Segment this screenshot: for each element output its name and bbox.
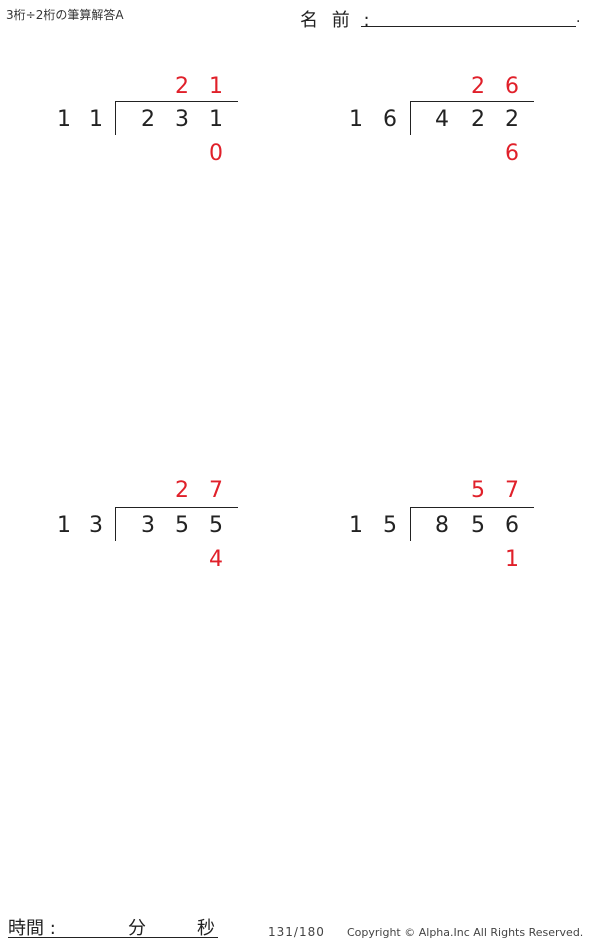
quotient-digit: 2 (471, 74, 485, 99)
remainder-digit: 4 (209, 547, 223, 572)
dividend-digit: 3 (175, 107, 189, 132)
quotient-digit: 5 (471, 478, 485, 503)
minutes-label: 分 (128, 918, 146, 939)
page-number: 131/180 (268, 925, 325, 939)
dividend-digit: 3 (141, 513, 155, 538)
seconds-label: 秒 (197, 918, 215, 939)
divisor-digit: 1 (89, 107, 103, 132)
dividend-digit: 5 (175, 513, 189, 538)
divisor-digit: 1 (57, 107, 71, 132)
dividend-digit: 8 (435, 513, 449, 538)
dividend-digit: 6 (505, 513, 519, 538)
division-bracket-side (115, 101, 116, 135)
remainder-digit: 0 (209, 141, 223, 166)
remainder-digit: 1 (505, 547, 519, 572)
divisor-digit: 5 (383, 513, 397, 538)
quotient-digit: 1 (209, 74, 223, 99)
quotient-digit: 7 (505, 478, 519, 503)
divisor-digit: 1 (57, 513, 71, 538)
time-label: 時間 : (8, 918, 56, 939)
dividend-digit: 4 (435, 107, 449, 132)
dividend-digit: 2 (471, 107, 485, 132)
quotient-digit: 2 (175, 74, 189, 99)
dividend-digit: 5 (209, 513, 223, 538)
dividend-digit: 2 (505, 107, 519, 132)
name-end-mark: . (576, 10, 581, 26)
remainder-digit: 6 (505, 141, 519, 166)
divisor-digit: 1 (349, 107, 363, 132)
time-input-line[interactable] (8, 937, 218, 938)
divisor-digit: 1 (349, 513, 363, 538)
dividend-digit: 2 (141, 107, 155, 132)
name-label: 名 前 : (300, 10, 374, 31)
worksheet-title: 3桁÷2桁の筆算解答A (6, 8, 124, 22)
division-bracket-top (115, 507, 238, 508)
dividend-digit: 1 (209, 107, 223, 132)
division-problem-3: 2 7 1 3 3 5 5 4 (50, 478, 290, 598)
copyright-notice: Copyright © Alpha.Inc All Rights Reserve… (347, 926, 584, 939)
quotient-digit: 7 (209, 478, 223, 503)
division-problem-1: 2 1 1 1 2 3 1 0 (50, 72, 290, 192)
division-bracket-side (115, 507, 116, 541)
division-bracket-top (410, 101, 534, 102)
division-problem-2: 2 6 1 6 4 2 2 6 (344, 72, 584, 192)
name-input-line[interactable] (361, 26, 576, 27)
quotient-digit: 6 (505, 74, 519, 99)
division-bracket-top (410, 507, 534, 508)
divisor-digit: 3 (89, 513, 103, 538)
division-problem-4: 5 7 1 5 8 5 6 1 (344, 478, 584, 598)
division-bracket-side (410, 101, 411, 135)
divisor-digit: 6 (383, 107, 397, 132)
dividend-digit: 5 (471, 513, 485, 538)
quotient-digit: 2 (175, 478, 189, 503)
division-bracket-side (410, 507, 411, 541)
division-bracket-top (115, 101, 238, 102)
